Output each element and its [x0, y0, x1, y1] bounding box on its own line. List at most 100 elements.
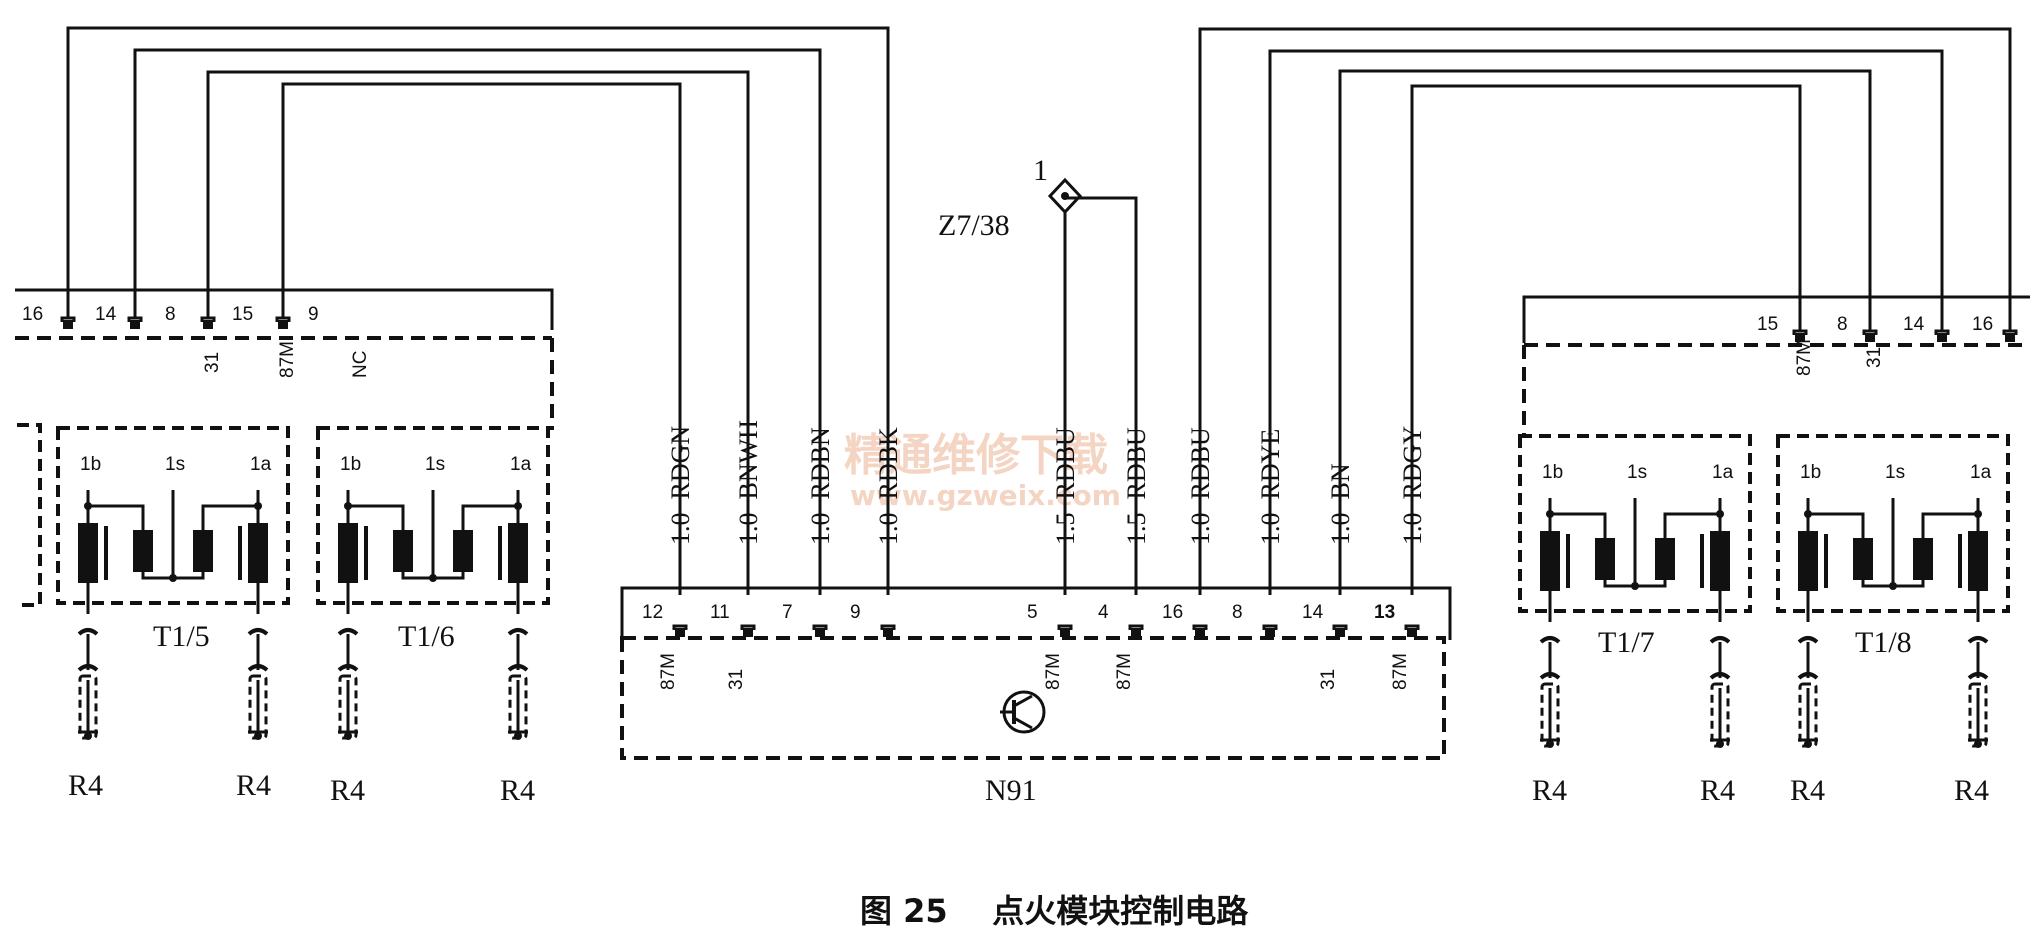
module-pin-signal: 87M: [1043, 653, 1064, 690]
module-pin-contact: [1131, 628, 1141, 637]
watermark-url: www.gzweix.com: [850, 479, 1121, 512]
splice-z7-38: 1 Z7/38: [938, 154, 1083, 242]
plug-label-r4: R4: [330, 774, 365, 807]
module-pin-signal: 31: [1318, 669, 1339, 690]
coil-t1-6: 1b 1s 1a T1/6 R4 R4: [316, 426, 550, 807]
wire-label: 1.0 RDGY: [1398, 426, 1427, 545]
module-pin-contact: [815, 628, 825, 637]
coil-terminal-1s: 1s: [425, 454, 445, 475]
left-pin-9: 9: [308, 304, 319, 325]
module-pin-contact: [743, 628, 753, 637]
left-signal-87m: 87M: [277, 341, 298, 378]
coil-terminal-1a: 1a: [1970, 462, 1992, 483]
module-pin-terminal: [812, 624, 828, 630]
figure-caption: 图 25 点火模块控制电路: [860, 892, 1249, 930]
plug-label-r4: R4: [1790, 774, 1825, 807]
module-wires: 1.0 RDGN 12 87M 1.0 BNWH 11 31 1.0 RDBN 7 1.0 RD…: [642, 420, 1427, 690]
wire-label: 1.0 RDBN: [806, 427, 835, 545]
module-pin-signal: 31: [726, 669, 747, 690]
right-connector: 15 8 14 16 87M 31: [1522, 314, 2030, 436]
left-signal-nc: NC: [350, 351, 371, 378]
module-pin-signal: 87M: [1390, 653, 1411, 690]
wire-label: 1.0 RDGN: [666, 426, 695, 545]
module-pin-terminal: [880, 624, 896, 630]
module-pin-contact: [1407, 628, 1417, 637]
coil-label-t1-8: T1/8: [1855, 626, 1912, 659]
left-connector: 16 14 8 15 9 31 87M NC: [15, 304, 554, 430]
wire-label: 1.5 RDBU: [1051, 427, 1080, 545]
right-pin-14: 14: [1903, 314, 1925, 335]
module-n91: N91: [620, 586, 1452, 807]
module-pin-terminal: [740, 624, 756, 630]
left-pin-15: 15: [232, 304, 253, 325]
module-pin-contact: [1335, 628, 1345, 637]
plug-label-r4: R4: [1700, 774, 1735, 807]
coil-terminal-1b: 1b: [80, 454, 101, 475]
coil-t1-5: 1b 1s 1a T1/5 R4 R4: [56, 426, 290, 802]
module-pin-number: 16: [1162, 602, 1183, 623]
coil-terminal-1b: 1b: [1800, 462, 1821, 483]
coil-terminal-1s: 1s: [1627, 462, 1647, 483]
module-pin-number: 4: [1098, 602, 1109, 623]
plug-label-r4: R4: [1954, 774, 1989, 807]
plug-label-r4: R4: [1532, 774, 1567, 807]
left-pin-16: 16: [22, 304, 43, 325]
module-pin-number: 14: [1302, 602, 1324, 623]
coil-t1-7: 1b 1s 1a T1/7 R4 R4: [1518, 434, 1752, 807]
splice-node: [1061, 192, 1069, 200]
left-pin-14: 14: [95, 304, 117, 325]
right-pin-8: 8: [1837, 314, 1848, 335]
coil-label-t1-7: T1/7: [1598, 626, 1655, 659]
module-pin-contact: [883, 628, 893, 637]
left-pin-8: 8: [165, 304, 176, 325]
module-pin-terminal: [1057, 624, 1073, 630]
right-signal-87m: 87M: [1794, 339, 1815, 376]
wire-label: 1.0 BNWH: [734, 420, 763, 545]
plug-label-r4: R4: [236, 769, 271, 802]
coil-terminal-1s: 1s: [165, 454, 185, 475]
module-pin-terminal: [1128, 624, 1144, 630]
module-pin-number: 8: [1232, 602, 1243, 623]
module-pin-terminal: [1404, 624, 1420, 630]
module-pin-number: 5: [1027, 602, 1038, 623]
module-pin-terminal: [672, 624, 688, 630]
left-signal-31: 31: [202, 352, 223, 373]
wire-label: 1.0 RDYE: [1256, 429, 1285, 545]
coil-terminal-1a: 1a: [250, 454, 272, 475]
wire-label: 1.0 RDBU: [1186, 427, 1215, 545]
module-pin-contact: [1265, 628, 1275, 637]
plug-label-r4: R4: [68, 769, 103, 802]
wire-label: 1.0 BN: [1326, 463, 1355, 545]
coil-terminal-1a: 1a: [1712, 462, 1734, 483]
wire-label: 1.0 RDBK: [874, 427, 903, 545]
module-pin-terminal: [1262, 624, 1278, 630]
splice-number: 1: [1033, 154, 1048, 187]
coil-terminal-1b: 1b: [340, 454, 361, 475]
splice-label: Z7/38: [938, 209, 1010, 242]
module-pin-contact: [675, 628, 685, 637]
coil-terminal-1s: 1s: [1885, 462, 1905, 483]
harness-wires: [15, 26, 2030, 595]
adjacent-housing: [17, 423, 42, 607]
module-pin-terminal: [1192, 624, 1208, 630]
coil-label-t1-6: T1/6: [398, 620, 455, 653]
coil-label-t1-5: T1/5: [153, 620, 210, 653]
right-pin-16: 16: [1972, 314, 1993, 335]
coil-t1-8: 1b 1s 1a T1/8 R4 R4: [1776, 434, 2010, 807]
module-pin-contact: [1195, 628, 1205, 637]
module-pin-signal: 87M: [1114, 653, 1135, 690]
right-pin-15: 15: [1757, 314, 1778, 335]
coil-terminal-1a: 1a: [510, 454, 532, 475]
right-signal-31: 31: [1864, 347, 1885, 368]
coil-terminal-1b: 1b: [1542, 462, 1563, 483]
plug-label-r4: R4: [500, 774, 535, 807]
module-pin-number: 12: [642, 602, 663, 623]
module-pin-number: 13: [1374, 602, 1395, 623]
module-pin-number: 7: [782, 602, 793, 623]
module-pin-number: 9: [850, 602, 861, 623]
wire-label: 1.5 RDBU: [1122, 427, 1151, 545]
module-pin-terminal: [1332, 624, 1348, 630]
module-label: N91: [985, 774, 1037, 807]
module-pin-number: 11: [710, 602, 730, 623]
